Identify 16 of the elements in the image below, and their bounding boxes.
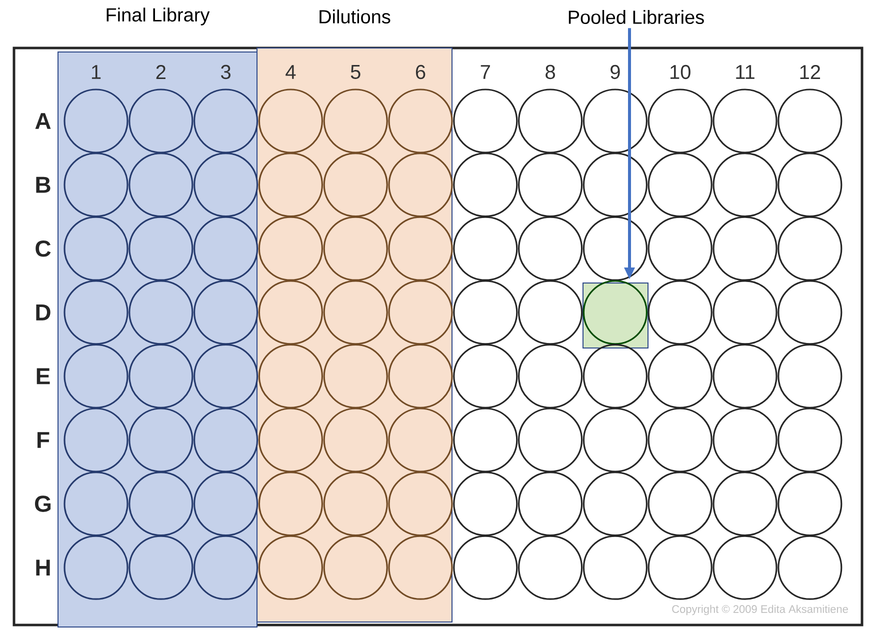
column-number: 12 <box>800 65 820 79</box>
node-label: Final Library <box>106 8 210 26</box>
node-label: Dilutions <box>320 10 390 24</box>
column-number: 9 <box>610 64 620 80</box>
column-number: 2 <box>156 65 166 79</box>
copyright-note: Copyright © 2009 Edita Aksamitiene <box>672 604 848 616</box>
column-number: 7 <box>480 65 490 79</box>
column-number: 3 <box>221 64 230 80</box>
column-number: 1 <box>92 65 101 79</box>
heading: Pooled Libraries <box>568 10 704 24</box>
column-number: 6 <box>416 64 426 80</box>
column-number: 11 <box>736 65 754 79</box>
column-number: 4 <box>286 65 296 79</box>
column-number: 5 <box>350 65 360 79</box>
column-number: 8 <box>546 64 555 80</box>
column-number: 10 <box>670 64 690 80</box>
